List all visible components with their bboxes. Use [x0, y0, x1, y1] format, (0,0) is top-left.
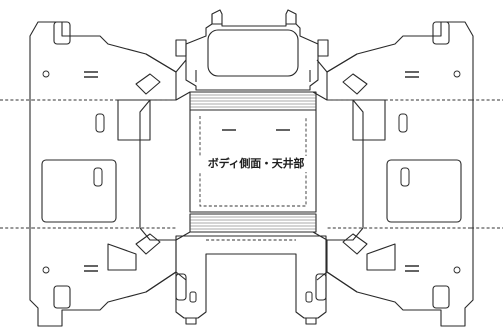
slot-bottom-left [189, 291, 197, 303]
right-tab-lower [432, 285, 450, 309]
left-connectors [145, 53, 191, 293]
fold-band-upper [189, 91, 317, 111]
right-clip-lower [342, 233, 368, 255]
roof-tab-left [175, 39, 187, 57]
left-flap-lower [107, 243, 137, 271]
right-clip-upper [342, 73, 368, 95]
right-window-upper [352, 99, 386, 141]
window-cutout [207, 29, 299, 77]
left-tab-upper [53, 21, 71, 45]
right-flap-lower [366, 243, 396, 271]
left-slot-lower [93, 167, 103, 187]
right-hole-lower [453, 266, 461, 274]
left-hole-lower [42, 266, 50, 274]
slot-bottom-right [305, 291, 313, 303]
left-window-upper [117, 99, 151, 141]
leg-tab-right [315, 273, 327, 301]
panel-label: ボディ側面・天井部 [198, 156, 314, 172]
left-clip-upper [135, 73, 161, 95]
chassis-bottom-piece [175, 235, 327, 325]
right-hole-upper [453, 70, 461, 78]
right-slot-lower [400, 167, 410, 187]
left-side-panel [29, 21, 177, 327]
left-slot-upper [95, 113, 105, 133]
left-clip-lower [135, 233, 161, 255]
leg-tab-left [175, 273, 187, 301]
left-tab-lower [53, 285, 71, 309]
fold-band-lower [189, 213, 317, 233]
right-window-lower [386, 159, 462, 223]
left-hole-upper [42, 70, 50, 78]
right-slot-upper [398, 113, 408, 133]
roof-tab-right [317, 39, 329, 57]
right-tab-upper [432, 21, 450, 45]
roof-top-piece [175, 9, 329, 91]
left-window-lower [41, 159, 117, 223]
right-side-panel [312, 21, 474, 327]
